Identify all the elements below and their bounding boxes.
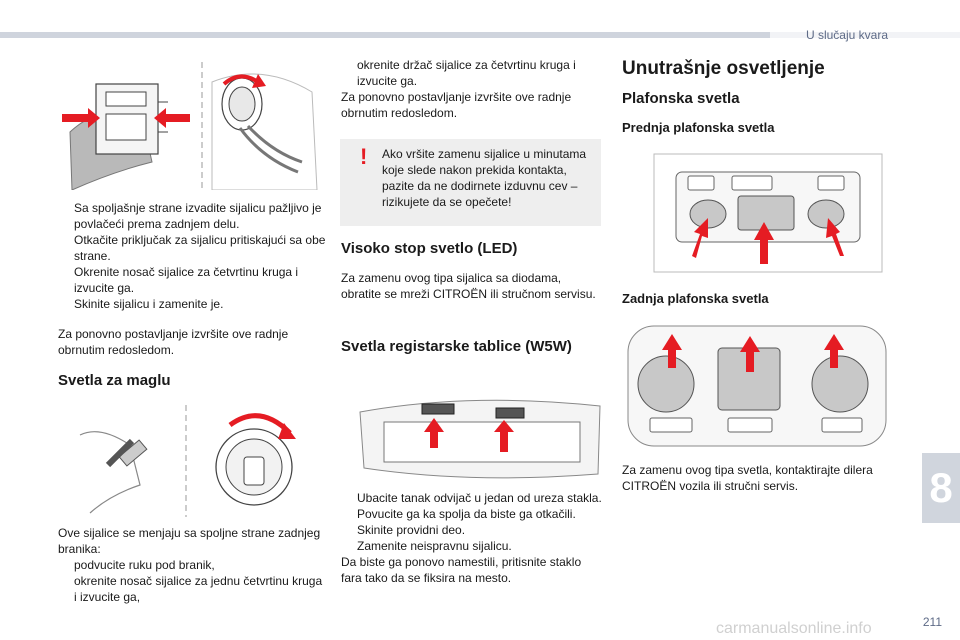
list-item: Zamenite neispravnu sijalicu.	[357, 539, 512, 553]
warning-box: ! Ako vršite zamenu sijalice u minutama …	[340, 139, 601, 226]
section-title-fog: Svetla za maglu	[58, 372, 171, 389]
rear-ceiling-text: Za zamenu ovog tipa svetla, kontaktirajt…	[622, 463, 873, 493]
list-item: Skinite providni deo.	[357, 523, 466, 537]
stop-text: Za zamenu ovog tipa sijalica sa diodama,…	[341, 271, 596, 301]
warning-icon: !	[360, 144, 368, 169]
list-item: Sa spoljašnje strane izvadite sijalicu p…	[74, 201, 322, 231]
reassembly-note: Za ponovno postavljanje izvršite ove rad…	[58, 327, 289, 357]
reassembly-note: Za ponovno postavljanje izvršite ove rad…	[341, 90, 572, 120]
figure-lamp-removal	[62, 62, 322, 190]
rear-ceiling-title: Zadnja plafonska svetla	[622, 291, 769, 306]
col1-text: Sa spoljašnje strane izvadite sijalicu p…	[58, 200, 326, 358]
list-item: Ubacite tanak odvijač u jedan od ureza s…	[357, 491, 602, 505]
list-item: Okrenite nosač sijalice za četvrtinu kru…	[74, 265, 299, 295]
header-bar	[0, 32, 770, 38]
warning-text: Ako vršite zamenu sijalice u minutama ko…	[382, 147, 587, 209]
list-item: okrenite nosač sijalice za jednu četvrti…	[74, 574, 323, 604]
chapter-title: U slučaju kvara	[805, 28, 888, 42]
watermark: carmanualsonline.info	[716, 620, 872, 637]
section-subtitle-ceiling: Plafonska svetla	[622, 90, 740, 107]
chapter-number: 8	[929, 464, 953, 511]
chapter-tab[interactable]: 8	[922, 453, 960, 523]
section-title-plate: Svetla registarske tablice (W5W)	[341, 338, 572, 355]
figure-plate-light	[350, 392, 604, 484]
col1-fog-text: Ove sijalice se menjaju sa spoljne stran…	[58, 525, 326, 605]
section-title-interior: Unutrašnje osvetljenje	[622, 58, 825, 79]
figure-rear-ceiling	[626, 324, 888, 448]
front-ceiling-title: Prednja plafonska svetla	[622, 120, 775, 135]
list-item: podvucite ruku pod branik,	[74, 558, 215, 572]
header-bar-end	[770, 32, 960, 38]
list-item: Povucite ga ka spolja da biste ga otkači…	[357, 507, 576, 521]
list-item: okrenite držač sijalice za četvrtinu kru…	[357, 58, 576, 88]
section-title-stop: Visoko stop svetlo (LED)	[341, 240, 518, 257]
col2-top-text: okrenite držač sijalice za četvrtinu kru…	[341, 57, 603, 121]
plate-text: Ubacite tanak odvijač u jedan od ureza s…	[341, 490, 603, 586]
list-item: Otkačite priključak za sijalicu pritiska…	[74, 233, 326, 263]
list-item: Skinite sijalicu i zamenite je.	[74, 297, 224, 311]
plate-end: Da biste ga ponovo namestili, pritisnite…	[341, 555, 582, 585]
page-number: 211	[922, 615, 942, 629]
figure-fog-lamp	[70, 405, 320, 517]
figure-front-ceiling	[648, 146, 888, 280]
fog-intro: Ove sijalice se menjaju sa spoljne stran…	[58, 526, 321, 556]
